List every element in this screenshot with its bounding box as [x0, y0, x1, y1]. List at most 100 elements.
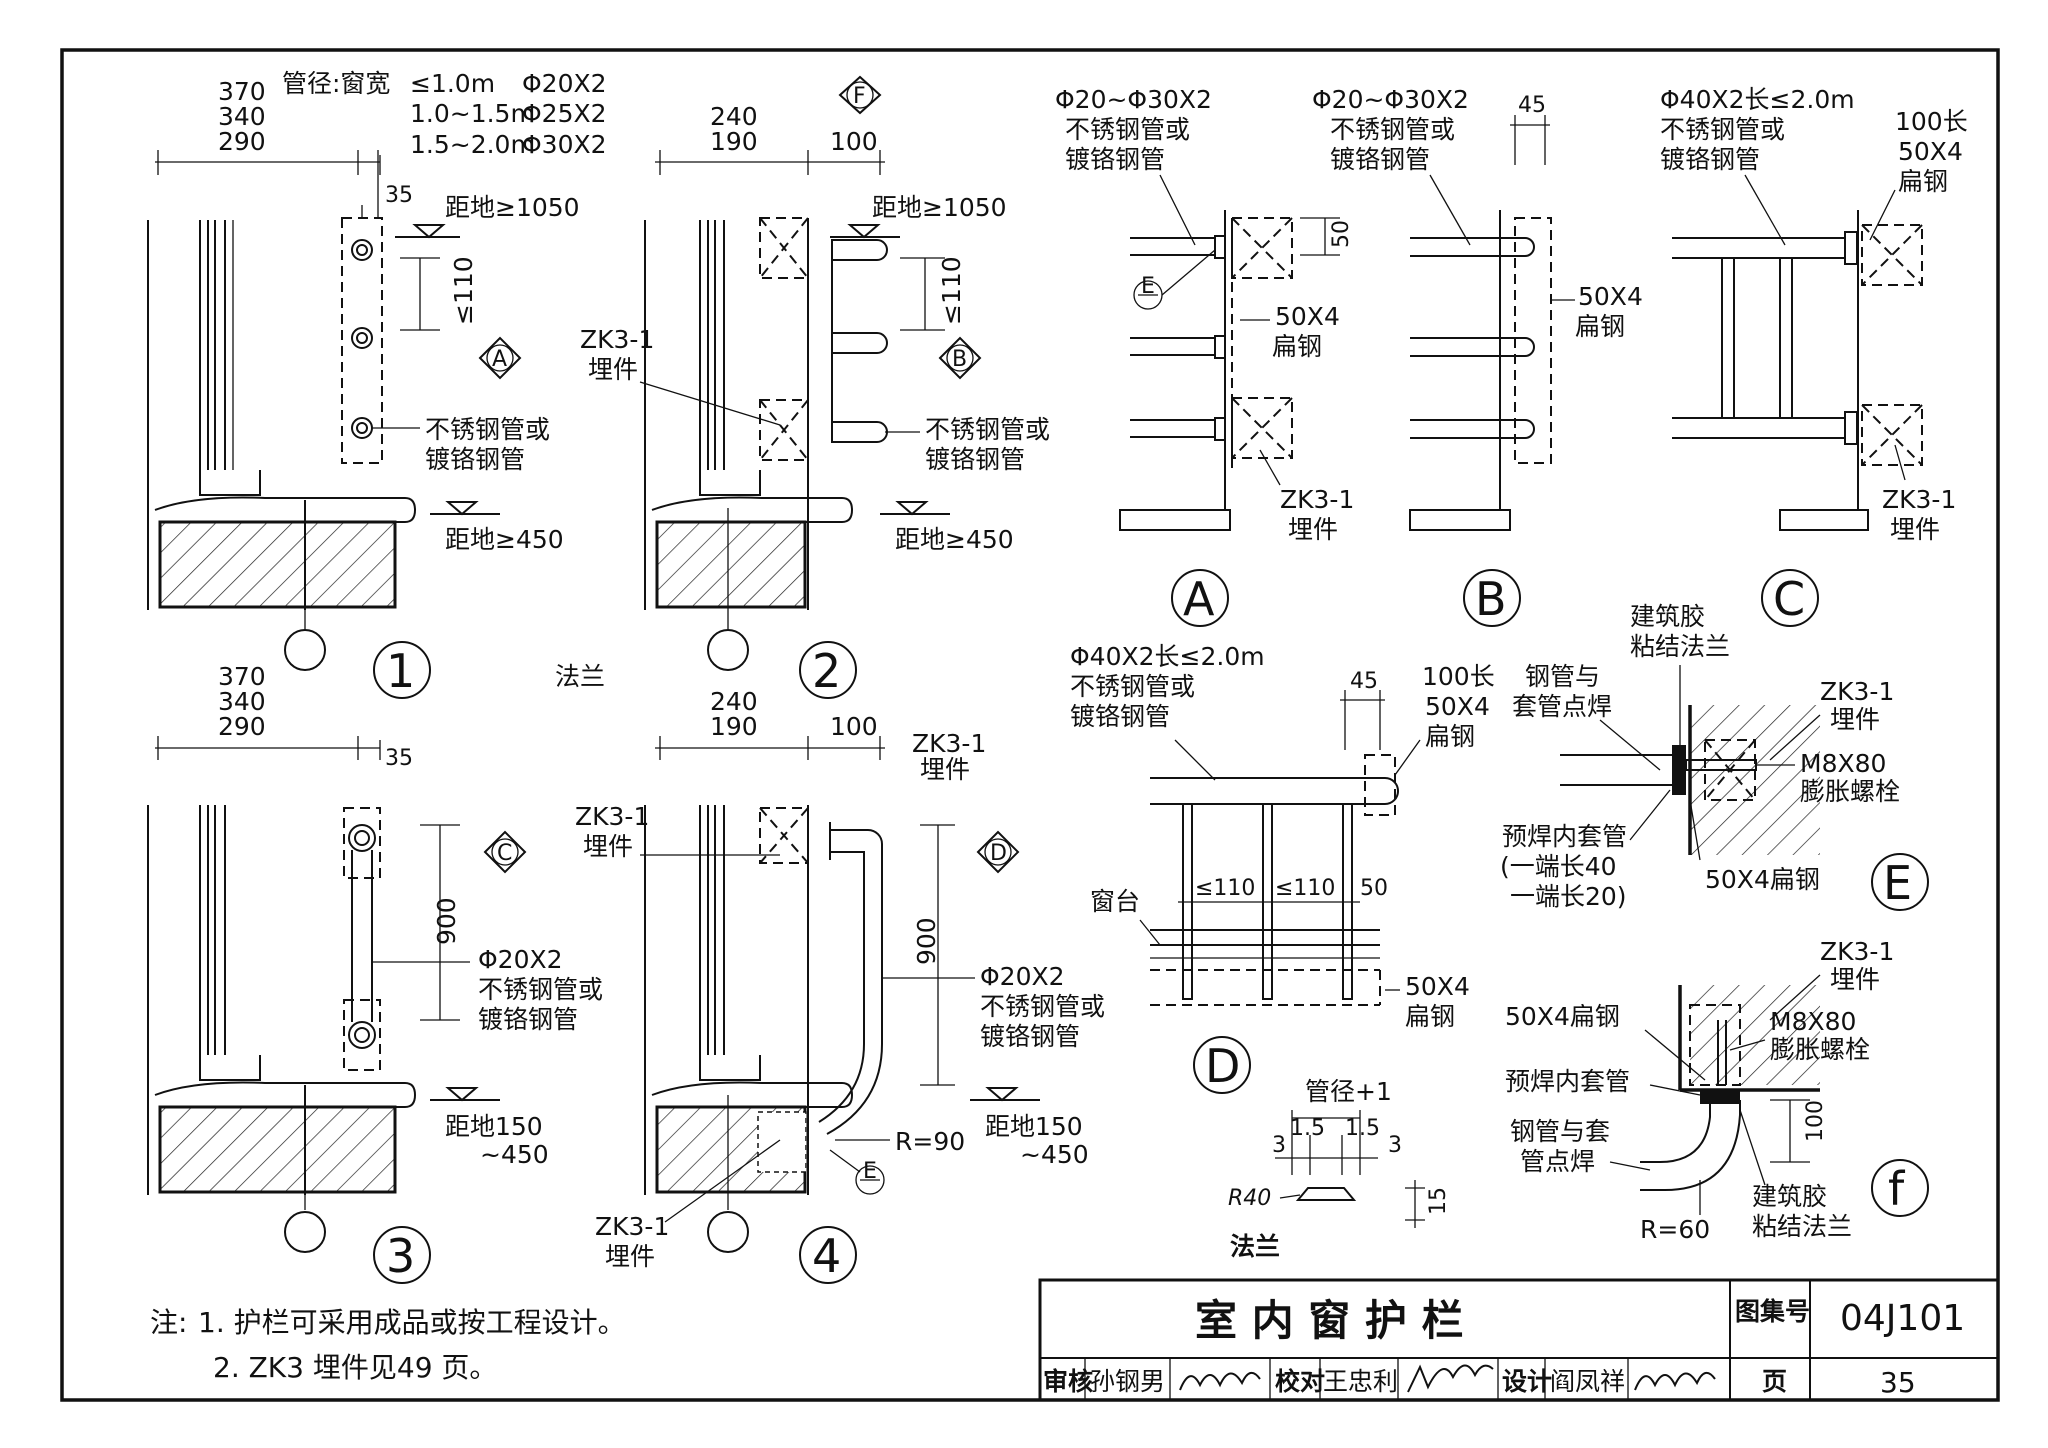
df-sleeve: 预焊内套管	[1505, 1067, 1630, 1096]
db-pipe-1: Φ20~Φ30X2	[1312, 85, 1469, 114]
v2-gap: 100	[830, 127, 878, 156]
db-pipe-3: 镀铬钢管	[1330, 145, 1430, 174]
v2-number: 2	[812, 644, 841, 698]
v3-height: 900	[432, 897, 461, 945]
view-3: 370 340 290 35 900 C Φ20X2 不锈钢管或 镀铬钢管	[147, 662, 603, 1284]
de-bolt-1: M8X80	[1800, 749, 1886, 778]
detail-f: ZK3-1 埋件 50X4扁钢 M8X80 膨胀螺栓 预焊内套管 100 钢管与…	[1505, 937, 1929, 1244]
da-label: A	[1183, 572, 1215, 626]
atlas-number: 04J101	[1840, 1298, 1965, 1339]
df-steel: 50X4扁钢	[1505, 1002, 1620, 1031]
v2-spacing: ≤110	[937, 256, 966, 325]
de-weld-2: 套管点焊	[1512, 692, 1612, 721]
v2-pipe-1: 不锈钢管或	[925, 415, 1050, 444]
v1-dim-290: 290	[218, 127, 266, 156]
dc-embed-2: 埋件	[1890, 515, 1940, 544]
v2-flange-ref: F	[853, 84, 866, 109]
fl-height: 15	[1426, 1187, 1451, 1215]
df-glue-2: 粘结法兰	[1752, 1212, 1852, 1241]
dd-bottom-steel-1: 50X4	[1405, 972, 1470, 1001]
v1-offset: 35	[385, 183, 413, 208]
view-1: 370 340 290 35 距地≥1050 ≤110 A	[147, 77, 580, 699]
v2-bottom-level: 距地≥450	[895, 525, 1014, 554]
v3-offset: 35	[385, 746, 413, 771]
view-4: 240 190 100 ZK3-1 埋件 ZK3-1 埋件 900 D	[575, 687, 1105, 1284]
v1-dim-370: 370	[218, 77, 266, 106]
dd-bottom-steel-2: 扁钢	[1405, 1002, 1455, 1031]
pipe-spec-size-2: Φ25X2	[522, 99, 607, 128]
reviewer-signature	[1179, 1372, 1261, 1391]
v1-spacing: ≤110	[449, 256, 478, 325]
v4-embed-bottom-2: 埋件	[605, 1242, 655, 1271]
dc-pipe-1: Φ40X2长≤2.0m	[1660, 85, 1855, 114]
df-bolt-2: 膨胀螺栓	[1770, 1035, 1870, 1064]
pipe-spec: 管径:窗宽 ≤1.0m Φ20X2 1.0~1.5m Φ25X2 1.5~2.0…	[282, 69, 607, 159]
v3-number: 3	[386, 1229, 415, 1283]
da-steel-1: 50X4	[1275, 302, 1340, 331]
v1-pipe-2: 镀铬钢管	[425, 445, 525, 474]
da-embed-1: ZK3-1	[1280, 485, 1354, 514]
v1-ref-label: A	[492, 347, 507, 372]
db-label: B	[1475, 572, 1507, 626]
detail-e: 建筑胶 粘结法兰 钢管与 套管点焊 ZK3-1 埋件 M8X80 膨胀螺栓 预焊…	[1500, 602, 1929, 911]
checker-name: 王忠利	[1323, 1367, 1398, 1396]
de-glue-1: 建筑胶	[1630, 602, 1705, 631]
df-embed-2: 埋件	[1830, 965, 1880, 994]
pipe-spec-label: 管径:窗宽	[282, 69, 390, 98]
check-label: 校对	[1275, 1367, 1325, 1396]
dd-steel-1: 100长	[1422, 662, 1495, 691]
dc-pipe-2: 不锈钢管或	[1660, 115, 1785, 144]
df-weld-1: 钢管与套	[1510, 1117, 1610, 1146]
v4-embed-top-2: 埋件	[920, 755, 970, 784]
flange-detail: 管径+1 1.5 1.5 3 3 R40 15 法兰	[1228, 1077, 1451, 1261]
v2-top-level: 距地≥1050	[872, 193, 1007, 222]
v4-dim-240: 240	[710, 687, 758, 716]
df-bolt-1: M8X80	[1770, 1007, 1856, 1036]
v1-pipe-1: 不锈钢管或	[425, 415, 550, 444]
v3-bottom-1: 距地150	[445, 1112, 543, 1141]
de-glue-2: 粘结法兰	[1630, 632, 1730, 661]
v2-dim-240: 240	[710, 102, 758, 131]
designer-signature	[1634, 1372, 1716, 1391]
dd-pipe-1: Φ40X2长≤2.0m	[1070, 642, 1265, 671]
v4-dim-190: 190	[710, 712, 758, 741]
checker-signature	[1407, 1364, 1494, 1393]
db-steel-1: 50X4	[1578, 282, 1643, 311]
v2-ref-label: B	[952, 347, 967, 372]
df-radius: R=60	[1640, 1215, 1710, 1244]
dc-label: C	[1773, 572, 1805, 626]
sheet-border	[60, 48, 2000, 1402]
df-glue-1: 建筑胶	[1752, 1182, 1827, 1211]
pipe-spec-size-1: Φ20X2	[522, 69, 607, 98]
v4-pipe-2: 不锈钢管或	[980, 992, 1105, 1021]
de-bolt-2: 膨胀螺栓	[1800, 777, 1900, 806]
db-dim: 45	[1518, 93, 1546, 118]
v1-bottom-level: 距地≥450	[445, 525, 564, 554]
da-pipe-1: Φ20~Φ30X2	[1055, 85, 1212, 114]
detail-c: Φ40X2长≤2.0m 不锈钢管或 镀铬钢管 100长 50X4 扁钢 ZK3-…	[1660, 85, 1968, 627]
dd-space-3: 50	[1360, 876, 1388, 901]
v4-ref-label: D	[990, 841, 1007, 866]
v2-pipe-2: 镀铬钢管	[925, 445, 1025, 474]
dd-label: D	[1205, 1039, 1240, 1093]
title-block: 室 内 窗 护 栏 图集号 04J101 审核 孙钢男 校对 王忠利 设计 阎凤…	[1038, 1278, 2000, 1402]
v2-embed-2: 埋件	[588, 355, 638, 384]
v3-pipe-2: 不锈钢管或	[478, 975, 603, 1004]
v4-height: 900	[912, 917, 941, 965]
v4-embed-2: 埋件	[583, 832, 633, 861]
dd-pipe-2: 不锈钢管或	[1070, 672, 1195, 701]
dd-space-2: ≤110	[1275, 876, 1335, 901]
v4-embed-1: ZK3-1	[575, 802, 649, 831]
detail-a: Φ20~Φ30X2 不锈钢管或 镀铬钢管 50 E 50X4 扁钢 ZK3-1 …	[1055, 85, 1354, 627]
dc-embed-1: ZK3-1	[1882, 485, 1956, 514]
v4-radius: R=90	[895, 1127, 965, 1156]
sheet-title: 室 内 窗 护 栏	[1195, 1296, 1464, 1345]
dc-steel-1: 100长	[1895, 107, 1968, 136]
dc-pipe-3: 镀铬钢管	[1660, 145, 1760, 174]
de-sleeve-3: 一端长20)	[1510, 882, 1627, 911]
v3-dim-370: 370	[218, 662, 266, 691]
df-dim: 100	[1803, 1100, 1828, 1142]
v3-dim-290: 290	[218, 712, 266, 741]
da-pipe-2: 不锈钢管或	[1065, 115, 1190, 144]
fl-d1: 1.5	[1290, 1116, 1325, 1141]
